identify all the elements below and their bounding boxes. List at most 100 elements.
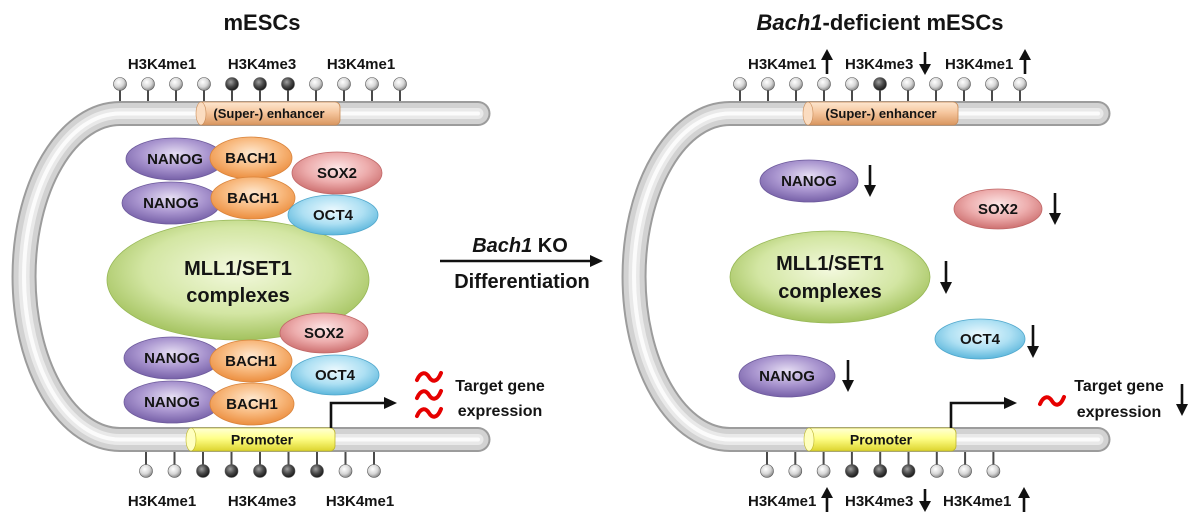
left-top-histone-marks <box>113 77 407 106</box>
bottom-mark-label: H3K4me1 <box>748 493 816 510</box>
down-arrow-icon <box>1176 384 1188 416</box>
histone-mark-head <box>167 464 182 478</box>
histone-mark-head <box>169 77 183 91</box>
left-target-expression-label: Target gene expression <box>455 378 545 420</box>
oct4-protein: OCT4 <box>290 354 380 396</box>
up-arrow-icon <box>821 49 833 74</box>
up-arrow-icon <box>1018 487 1030 512</box>
down-arrow-icon <box>1049 193 1061 225</box>
sox2-label: SOX2 <box>317 165 357 182</box>
up-arrow-icon <box>1019 49 1031 74</box>
oct4-label: OCT4 <box>315 367 356 384</box>
histone-mark-head <box>225 77 239 91</box>
left-title: mESCs <box>223 10 300 35</box>
bottom-mark-label: H3K4me3 <box>845 493 913 510</box>
histone-mark-head <box>196 464 210 478</box>
bottom-mark-label: H3K4me3 <box>228 493 296 510</box>
complex-label-line2: complexes <box>186 285 289 307</box>
promoter-label: Promoter <box>850 432 913 448</box>
left-mll-complex: MLL1/SET1 complexes <box>106 219 370 341</box>
down-arrow-icon <box>919 489 931 512</box>
histone-mark-head <box>817 77 831 91</box>
left-high-expression-wave-icon <box>415 371 443 419</box>
down-arrow-icon <box>940 261 952 294</box>
sox2-label: SOX2 <box>304 325 344 342</box>
oct4-label: OCT4 <box>960 331 1001 348</box>
up-arrow-icon <box>821 487 833 512</box>
histone-mark-head <box>873 77 887 91</box>
nanog-label: NANOG <box>143 195 199 212</box>
right-title-suffix: -deficient mESCs <box>823 10 1004 35</box>
transition: Bach1 KO Differentiation <box>440 235 603 293</box>
right-chromatin-loop <box>621 101 1111 452</box>
bottom-mark-label: H3K4me1 <box>943 493 1011 510</box>
nanog-protein: NANOG <box>125 137 225 181</box>
left-lower-protein-cluster: SOX2 NANOG BACH1 OCT4 NANOG BACH1 <box>123 312 380 426</box>
histone-mark-head <box>788 464 803 478</box>
right-top-mark-labels: H3K4me1 H3K4me3 H3K4me1 <box>748 49 1031 75</box>
histone-mark-head <box>141 77 155 91</box>
nanog-label: NANOG <box>144 350 200 367</box>
histone-mark-head <box>985 77 999 91</box>
differentiation-label: Differentiation <box>454 271 590 293</box>
nanog-protein: NANOG <box>759 159 859 203</box>
top-mark-label: H3K4me1 <box>128 56 196 73</box>
left-bottom-mark-labels: H3K4me1 H3K4me3 H3K4me1 <box>128 493 394 510</box>
histone-mark-head <box>253 77 267 91</box>
left-top-mark-labels: H3K4me1 H3K4me3 H3K4me1 <box>128 56 395 73</box>
top-mark-label: H3K4me3 <box>845 56 913 73</box>
histone-mark-me1 <box>338 447 353 478</box>
bottom-mark-label: H3K4me1 <box>128 493 196 510</box>
histone-mark-head <box>789 77 803 91</box>
right-enhancer: (Super-) enhancer <box>802 101 959 126</box>
top-mark-label: H3K4me1 <box>945 56 1013 73</box>
histone-mark-head <box>309 77 323 91</box>
histone-mark-head <box>761 77 775 91</box>
nanog-label: NANOG <box>147 151 203 168</box>
histone-mark-head <box>901 77 915 91</box>
left-transcription-start-arrow <box>329 397 397 428</box>
bach1-label: BACH1 <box>225 150 277 167</box>
bach1-label: BACH1 <box>225 353 277 370</box>
promoter-label: Promoter <box>231 432 294 448</box>
nanog-protein: NANOG <box>123 336 221 380</box>
bottom-mark-label: H3K4me1 <box>326 493 394 510</box>
histone-mark-head <box>139 464 153 478</box>
right-title: Bach1-deficient mESCs <box>757 10 1004 35</box>
histone-mark-head <box>338 464 353 478</box>
enhancer-label: (Super-) enhancer <box>213 106 324 121</box>
oct4-label: OCT4 <box>313 207 354 224</box>
down-arrow-icon <box>919 52 931 75</box>
target-label-line2: expression <box>1077 404 1161 421</box>
nanog-protein: NANOG <box>123 380 221 424</box>
histone-mark-head <box>393 77 407 91</box>
histone-mark-me1 <box>761 77 775 106</box>
sox2-label: SOX2 <box>978 201 1018 218</box>
bach1-protein: BACH1 <box>209 382 295 426</box>
histone-mark-head <box>281 464 296 478</box>
histone-mark-me1 <box>760 447 774 478</box>
knockout-label: Bach1 KO <box>472 235 568 257</box>
histone-mark-head <box>845 464 859 478</box>
histone-mark-head <box>958 464 972 478</box>
left-enhancer: (Super-) enhancer <box>195 101 341 126</box>
right-low-expression-wave-icon <box>1038 395 1066 407</box>
right-target-expression-label: Target gene expression <box>1074 378 1164 421</box>
nanog-label: NANOG <box>144 394 200 411</box>
right-promoter: Promoter <box>803 427 957 452</box>
bach1-label: BACH1 <box>227 190 279 207</box>
histone-mark-head <box>901 464 916 478</box>
oct4-protein: OCT4 <box>934 318 1026 360</box>
histone-mark-me3 <box>873 447 888 478</box>
bach1-protein: BACH1 <box>209 339 293 383</box>
histone-mark-head <box>365 77 379 91</box>
down-arrow-icon <box>1027 325 1039 358</box>
right-title-gene: Bach1 <box>757 10 823 35</box>
histone-mark-head <box>986 464 1001 478</box>
left-upper-protein-cluster: NANOG BACH1 SOX2 NANOG BACH1 OCT4 <box>121 136 383 236</box>
right-transcription-start-arrow <box>949 397 1017 428</box>
sox2-protein: SOX2 <box>279 312 369 354</box>
nanog-label: NANOG <box>781 173 837 190</box>
oct4-protein: OCT4 <box>287 194 379 236</box>
